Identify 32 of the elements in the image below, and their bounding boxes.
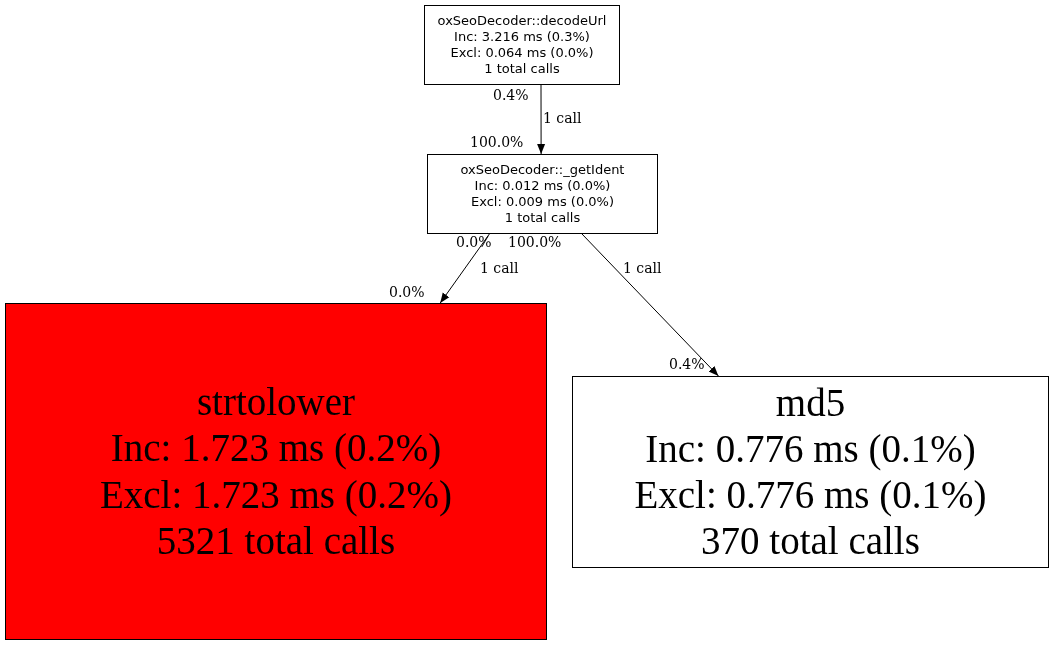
edge-label: 1 call — [623, 260, 662, 276]
arrow — [537, 84, 546, 155]
arrow — [581, 233, 719, 377]
node-text: md5 — [775, 379, 846, 426]
node-text: Inc: 1.723 ms (0.2%) — [110, 425, 442, 472]
node-text: Excl: 0.776 ms (0.1%) — [634, 472, 987, 518]
percentage-label: 0.0% — [456, 234, 492, 250]
percentage-label: 0.4% — [493, 87, 529, 103]
edge-label: 1 call — [543, 110, 582, 126]
function-box — [5, 303, 547, 640]
node-text: 5321 total calls — [156, 517, 396, 564]
node-text: strtolower — [196, 379, 356, 426]
node-text: Excl: 1.723 ms (0.2%) — [100, 471, 452, 518]
node-text: Excl: 0.064 ms (0.0%) — [450, 45, 594, 62]
percentage-label: 100.0% — [508, 234, 562, 250]
percentage-label: 0.0% — [389, 284, 425, 300]
node-text: 1 total calls — [504, 210, 581, 227]
function-box — [427, 154, 658, 234]
node-text: oxSeoDecoder::decodeUrl — [437, 12, 607, 29]
node-text: 370 total calls — [701, 518, 920, 564]
node-text: 1 total calls — [484, 61, 560, 78]
function-box — [572, 376, 1049, 568]
node-text: Inc: 0.776 ms (0.1%) — [645, 426, 976, 472]
node-text: Excl: 0.009 ms (0.0%) — [470, 194, 614, 211]
node-text: oxSeoDecoder::_getIdent — [460, 161, 625, 178]
arrow — [439, 233, 490, 304]
function-box — [424, 5, 620, 85]
percentage-label: 0.4% — [669, 356, 705, 372]
node-text: Inc: 3.216 ms (0.3%) — [454, 28, 590, 45]
edge-label: 1 call — [480, 260, 519, 276]
node-text: Inc: 0.012 ms (0.0%) — [474, 177, 611, 194]
percentage-label: 100.0% — [470, 134, 524, 150]
